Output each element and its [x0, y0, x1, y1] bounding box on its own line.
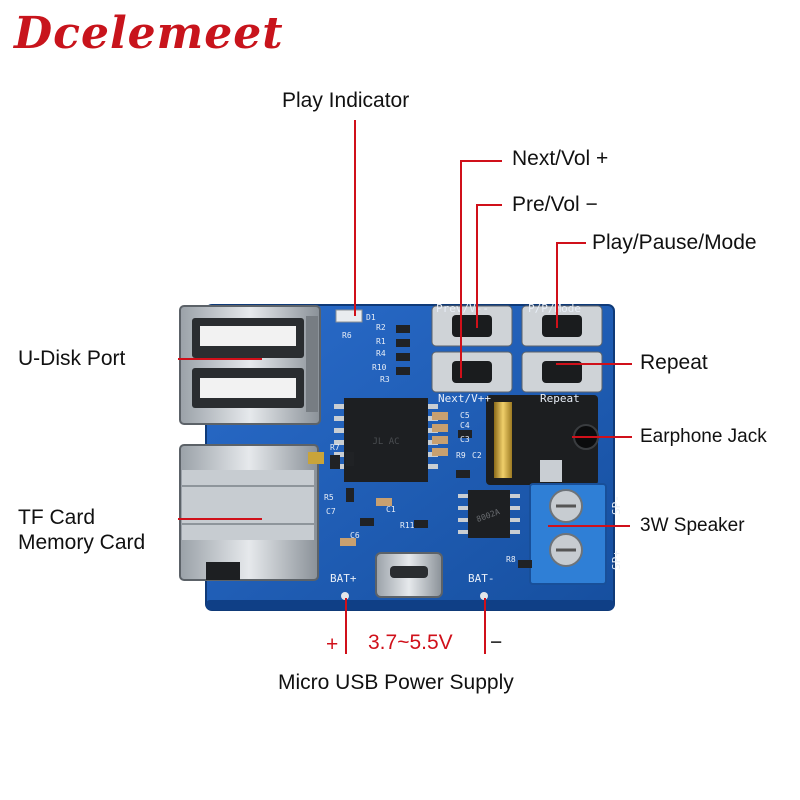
leader-pre-v — [476, 204, 478, 328]
leader-bat-minus — [484, 598, 486, 654]
micro-usb-port — [375, 552, 443, 598]
label-speaker: 3W Speaker — [640, 515, 745, 536]
svg-text:C1: C1 — [386, 505, 396, 514]
label-voltage: 3.7~5.5V — [368, 631, 453, 654]
svg-text:D1: D1 — [366, 313, 376, 322]
svg-text:BAT-: BAT- — [468, 572, 495, 585]
leader-speaker — [548, 525, 630, 527]
main-ic: JL AC — [334, 398, 438, 482]
earphone-jack — [486, 395, 599, 485]
label-next-vol: Next/Vol + — [512, 147, 609, 170]
svg-text:C2: C2 — [472, 451, 482, 460]
svg-text:R8: R8 — [506, 555, 516, 564]
leader-pre-h — [476, 204, 502, 206]
leader-tfcard — [178, 518, 262, 520]
leader-play-indicator-v — [354, 120, 356, 316]
svg-text:BAT+: BAT+ — [330, 572, 357, 585]
bat-plus-pad — [341, 592, 349, 600]
label-tf-card-line2: Memory Card — [18, 531, 146, 554]
leader-bat-plus — [345, 598, 347, 654]
svg-text:R1: R1 — [376, 337, 386, 346]
label-u-disk-port: U-Disk Port — [18, 347, 126, 370]
svg-text:R5: R5 — [324, 493, 334, 502]
svg-text:C5: C5 — [460, 411, 470, 420]
play-led — [335, 309, 363, 323]
bat-minus-pad — [480, 592, 488, 600]
svg-text:R2: R2 — [376, 323, 386, 332]
label-pre-vol: Pre/Vol − — [512, 193, 598, 216]
ic-marking: JL AC — [372, 437, 399, 447]
leader-next-h — [460, 160, 502, 162]
svg-text:C7: C7 — [326, 507, 336, 516]
svg-text:R4: R4 — [376, 349, 386, 358]
amplifier-ic: 8002A — [458, 490, 520, 538]
usb-a-port — [179, 305, 321, 425]
svg-text:R6: R6 — [342, 331, 352, 340]
leader-udisk — [178, 358, 262, 360]
svg-text:P/P/Mode: P/P/Mode — [528, 302, 581, 315]
svg-text:SP+: SP+ — [610, 550, 623, 570]
label-tf-card-line1: TF Card — [18, 506, 96, 529]
leader-repeat — [556, 363, 632, 365]
label-power-supply: Micro USB Power Supply — [278, 671, 514, 694]
svg-text:Prev/V--: Prev/V-- — [436, 302, 489, 315]
svg-text:R9: R9 — [456, 451, 466, 460]
tf-card-slot — [179, 444, 324, 581]
label-plus: + — [326, 633, 339, 656]
label-play-indicator: Play Indicator — [282, 89, 410, 112]
leader-next-v — [460, 160, 462, 378]
label-play-pause-mode: Play/Pause/Mode — [592, 231, 757, 254]
svg-text:C6: C6 — [350, 531, 360, 540]
svg-text:SP-: SP- — [610, 495, 623, 515]
label-repeat: Repeat — [640, 351, 708, 374]
svg-text:R7: R7 — [330, 443, 340, 452]
label-minus: − — [490, 631, 503, 654]
svg-text:R10: R10 — [372, 363, 387, 372]
svg-text:C3: C3 — [460, 435, 470, 444]
svg-text:R3: R3 — [380, 375, 390, 384]
label-earphone-jack: Earphone Jack — [640, 426, 767, 447]
leader-pp-v — [556, 242, 558, 328]
leader-pp-h — [556, 242, 586, 244]
svg-text:Next/V++: Next/V++ — [438, 392, 491, 405]
brand-logo: Dcelemeet — [14, 8, 284, 59]
svg-text:R11: R11 — [400, 521, 415, 530]
speaker-terminal — [529, 483, 607, 585]
svg-text:Repeat: Repeat — [540, 392, 580, 405]
tactile-buttons — [431, 305, 603, 393]
leader-earphone — [572, 436, 632, 438]
svg-text:C4: C4 — [460, 421, 470, 430]
